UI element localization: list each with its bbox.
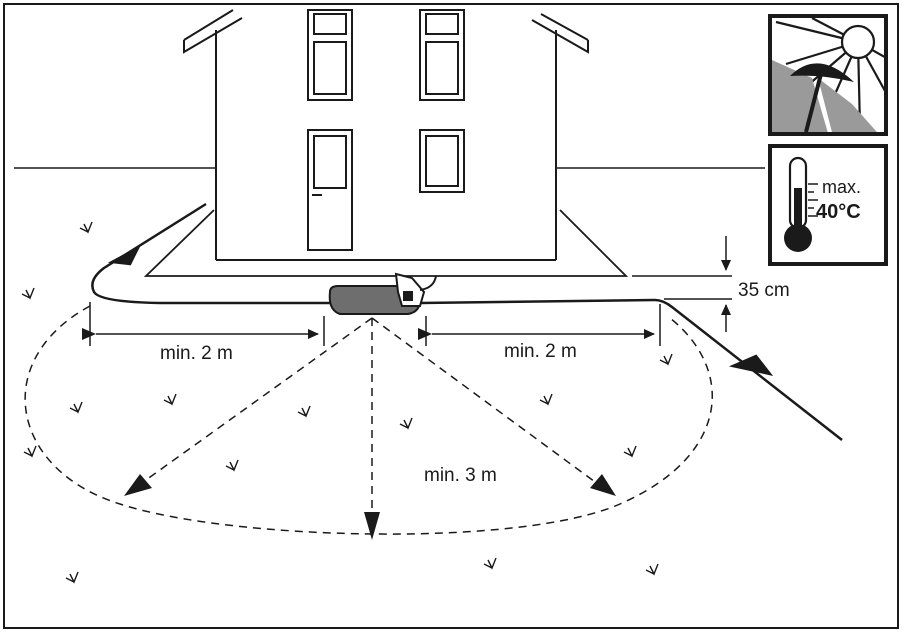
clear-zone-ellipse [24, 305, 713, 535]
window-upper-right [419, 9, 465, 101]
thermometer-icon [768, 144, 888, 266]
dimension-min-2m-left [82, 302, 325, 346]
grass-tufts [21, 221, 673, 584]
boundary-wire [91, 202, 843, 441]
diagram-frame [3, 3, 899, 629]
dimension-35cm [632, 236, 732, 332]
window-upper-left [307, 9, 353, 101]
label-min-3m: min. 3 m [424, 465, 497, 486]
min-3m-arrowheads [124, 474, 616, 540]
sun-umbrella-icon [768, 14, 888, 136]
label-35cm: 35 cm [738, 280, 790, 301]
label-min-2m-left: min. 2 m [160, 343, 233, 364]
door [307, 129, 353, 251]
dimension-min-2m-right [418, 304, 661, 346]
window-ground-right [419, 129, 465, 193]
label-max: max. [822, 177, 862, 197]
label-max-temp: 40°C [816, 201, 861, 223]
label-min-2m-right: min. 2 m [504, 341, 577, 362]
house [183, 9, 589, 261]
dimension-min-3m [131, 317, 607, 528]
roof-right [531, 13, 589, 54]
roof-left [183, 9, 243, 54]
house-foundation [143, 209, 629, 277]
charging-station [328, 272, 437, 315]
